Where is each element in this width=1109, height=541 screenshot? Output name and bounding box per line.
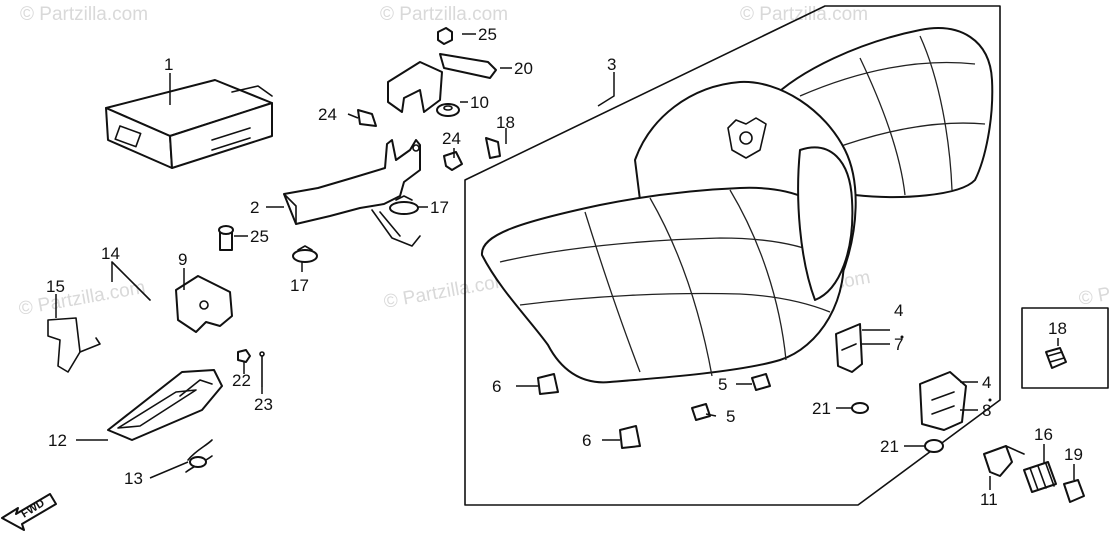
nut-5-lower[interactable] [691,403,711,421]
callout-7: 7 [894,335,903,354]
inset-box [1021,307,1109,389]
callout-10: 10 [470,93,489,112]
seat-assembly[interactable] [480,27,994,384]
callout-5: 5 [718,375,727,394]
callout-15: 15 [46,277,65,296]
callout-6: 6 [492,377,501,396]
callout-20: 20 [514,59,533,78]
callout-21: 21 [880,437,899,456]
bolt-25-mid[interactable] [218,225,234,251]
callout-16: 16 [1034,425,1053,444]
callout-22: 22 [232,371,251,390]
bracket-9[interactable] [175,275,233,333]
mounting-bracket[interactable] [283,139,421,247]
callout-21: 21 [812,399,831,418]
nut-22[interactable] [237,349,251,363]
seat-rear-seam [859,57,906,196]
seat-front-seam [584,211,641,373]
seat-rear-seam [919,35,953,191]
rubber-21-lower[interactable] [924,439,944,453]
callout-24: 24 [318,105,337,124]
seat-rear-seam [829,122,986,151]
callout-9: 9 [178,250,187,269]
seat-front-cushion [480,186,845,384]
callout-13: 13 [124,469,143,488]
callout-14: 14 [101,244,120,263]
forward-arrow-icon: FWD [1,493,57,531]
nut-5-upper[interactable] [751,373,771,391]
screw-18-inset[interactable] [1045,347,1067,369]
callout-8: 8 [982,401,991,420]
pin-23[interactable] [259,351,265,387]
seat-front-seam [519,292,831,313]
watermark: © Partzilla.com [20,4,148,25]
seat-backrest-side [797,146,854,301]
callout-19: 19 [1064,445,1083,464]
spring-16[interactable] [1023,461,1057,493]
callout-24: 24 [442,129,461,148]
spring-clip-15[interactable] [47,317,101,373]
emblem-icon [727,117,767,159]
leader-dots [900,335,992,402]
callout-18: 18 [496,113,515,132]
callout-1: 1 [164,55,173,74]
cap-19[interactable] [1063,479,1085,503]
watermark: © Partzilla.com [382,270,512,313]
grommet-17-right[interactable] [389,195,419,215]
seat-frame-border [464,5,1001,506]
callout-12: 12 [48,431,67,450]
grommet-10[interactable] [436,103,460,117]
grommet-17-lower[interactable] [292,245,318,263]
clip-6-left[interactable] [537,373,559,395]
callout-11: 11 [980,490,998,509]
callout-18: 18 [1048,319,1067,338]
bracket-8[interactable] [919,371,967,431]
seat-rear-seam [799,61,976,97]
bolt-24-left[interactable] [357,109,377,127]
callout-4: 4 [982,373,991,392]
watermark: © Partzilla.com [17,277,147,320]
callout-25: 25 [478,25,497,44]
seat-front-seam [649,197,713,377]
clip-6-lower[interactable] [619,425,641,449]
nut-25-top[interactable] [437,27,453,45]
callout-6: 6 [582,431,591,450]
strap-plate[interactable] [439,53,497,79]
callout-4: 4 [894,301,903,320]
callout-2: 2 [250,198,259,217]
control-unit-box[interactable] [105,79,273,169]
callout-3: 3 [607,55,616,74]
cable-13[interactable] [185,439,213,473]
leader-lines [55,33,1075,490]
tray-12[interactable] [107,369,223,441]
bracket-7[interactable] [835,323,863,373]
callout-17: 17 [430,198,449,217]
callout-17: 17 [290,276,309,295]
rubber-21-upper[interactable] [851,402,869,414]
hook-11[interactable] [983,445,1025,477]
upper-bracket[interactable] [387,61,443,113]
callout-25: 25 [250,227,269,246]
callout-5: 5 [726,407,735,426]
watermark: © Partzilla.com [380,4,508,25]
callout-23: 23 [254,395,273,414]
callout-labels: 1 2 3 25 20 10 24 24 18 17 25 17 14 9 15… [46,25,1083,509]
bolt-24-right[interactable] [443,151,463,171]
seat-front-seam [729,189,787,361]
watermark: © Partzilla.com [740,4,868,25]
rod-14[interactable] [111,261,151,301]
screw-18-top[interactable] [485,137,501,159]
watermark: © Partzilla.com [1077,267,1109,310]
